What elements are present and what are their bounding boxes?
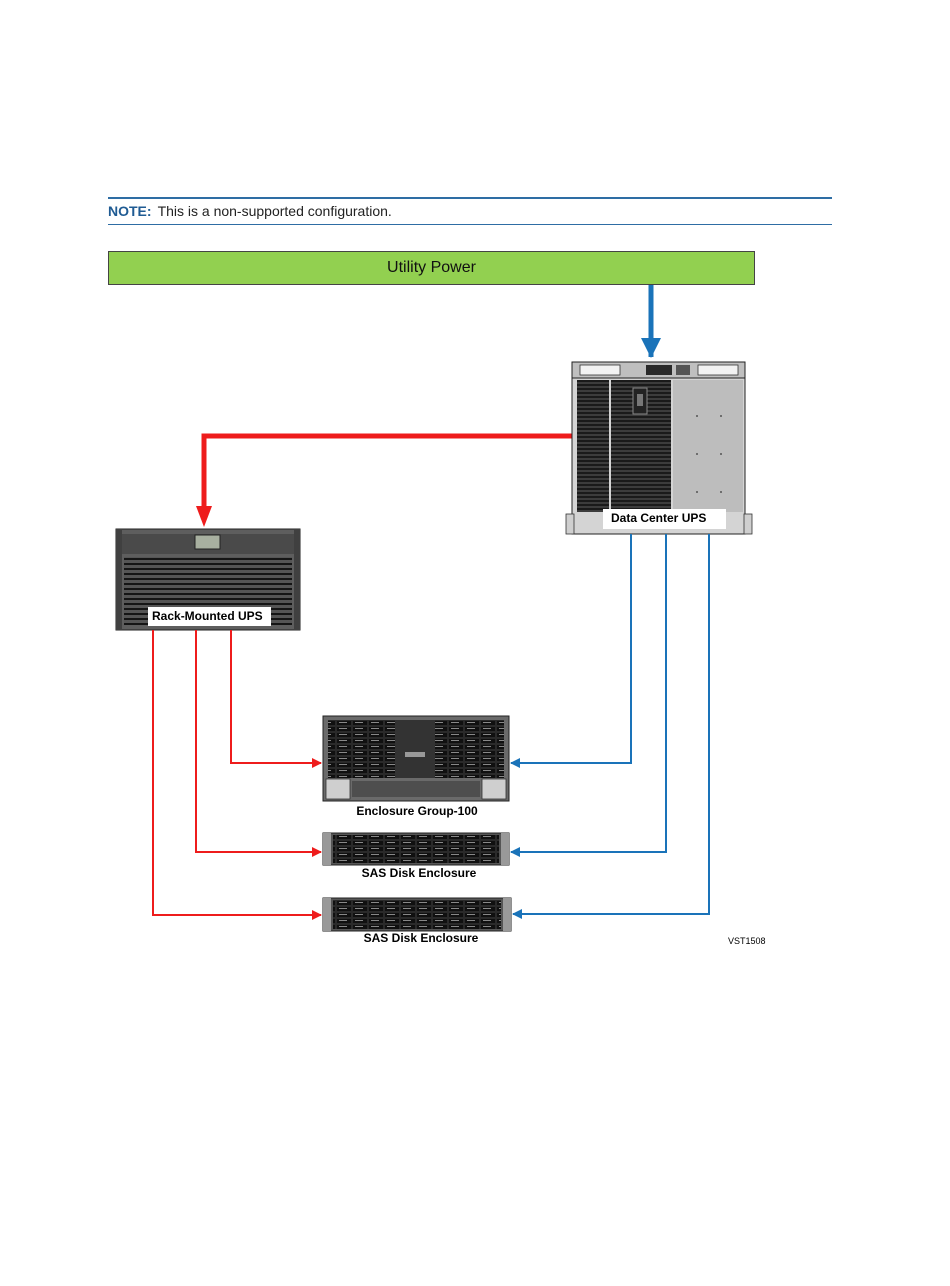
utility-to-datacenter-arrow <box>641 338 661 358</box>
datacenter-to-rack-arrow <box>196 506 212 527</box>
rack-mounted-ups-label: Rack-Mounted UPS <box>152 609 263 623</box>
datacenter-to-enclosure-group-cable <box>511 534 631 763</box>
datacenter-to-sas-2-cable <box>513 534 709 914</box>
sas-disk-enclosure-2-label: SAS Disk Enclosure <box>364 931 479 945</box>
rack-to-sas-1-cable <box>196 630 321 852</box>
data-center-ups-label: Data Center UPS <box>611 511 706 525</box>
sas-disk-enclosure-1-label: SAS Disk Enclosure <box>362 866 477 880</box>
rack-to-sas-2-cable <box>153 630 321 915</box>
enclosure-group-100 <box>323 716 509 801</box>
sas-disk-enclosure-1 <box>323 833 509 865</box>
data-center-ups <box>566 362 752 534</box>
figure-id: VST1508 <box>728 936 766 946</box>
datacenter-to-sas-1-cable <box>511 534 666 852</box>
rack-to-enclosure-group-cable <box>231 630 321 763</box>
datacenter-to-rack-cable <box>204 436 572 508</box>
sas-disk-enclosure-2 <box>323 898 511 931</box>
enclosure-group-label: Enclosure Group-100 <box>356 804 478 818</box>
